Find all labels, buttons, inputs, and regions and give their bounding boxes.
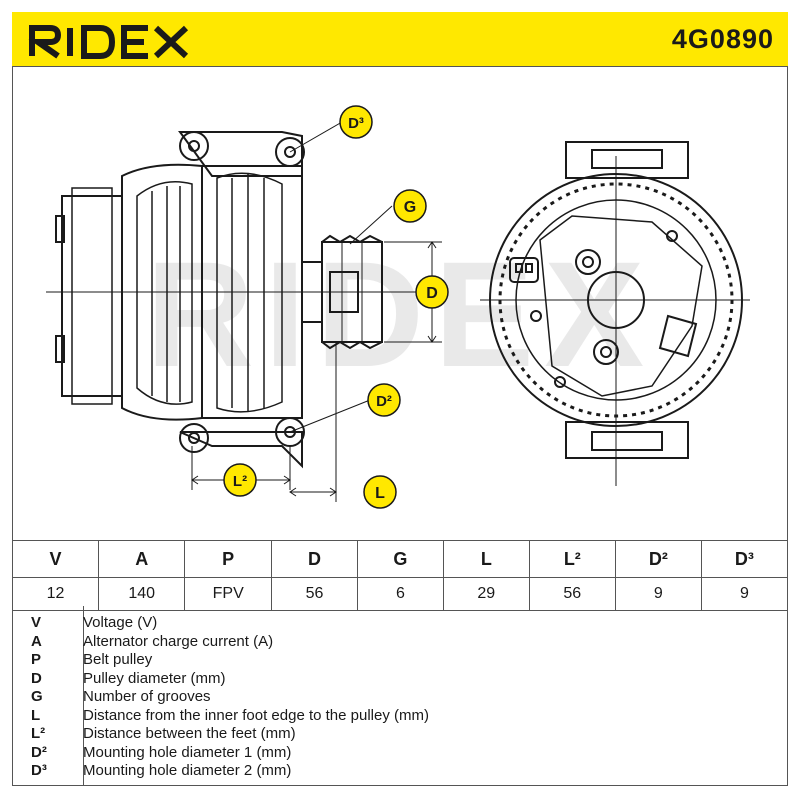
legend-text: Pulley diameter (mm) — [83, 669, 226, 687]
spec-value-p: FPV — [184, 577, 272, 611]
legend-row-d3: D³ Mounting hole diameter 2 (mm) — [13, 762, 789, 780]
spec-value-d: 56 — [270, 577, 358, 611]
spec-header-row: V A P D G L L² D² D³ — [12, 540, 789, 578]
spec-header-v: V — [12, 540, 99, 578]
svg-text:L²: L² — [233, 473, 247, 490]
callout-l2: L² — [223, 463, 257, 497]
legend-code: G — [31, 688, 43, 705]
spec-header-g: G — [356, 540, 444, 578]
legend-row-a: A Alternator charge current (A) — [13, 633, 789, 651]
front-view — [480, 141, 750, 486]
svg-text:L: L — [375, 485, 385, 502]
spec-value-g: 6 — [356, 577, 444, 611]
spec-header-p: P — [184, 540, 272, 578]
spec-header-l2: L² — [528, 540, 616, 578]
legend-code: D — [31, 669, 42, 687]
spec-value-a: 140 — [97, 577, 186, 611]
legend-text: Voltage (V) — [83, 614, 158, 631]
spec-value-l: 29 — [442, 577, 530, 611]
legend-code: A — [31, 632, 42, 650]
spec-value-d2: 9 — [614, 577, 702, 611]
legend-text: Alternator charge current (A) — [83, 632, 274, 650]
legend-code: V — [31, 614, 42, 631]
legend-code: D² — [31, 743, 47, 761]
legend-text: Distance between the feet (mm) — [83, 725, 296, 742]
legend-row-p: P Belt pulley — [13, 651, 789, 669]
legend-text: Number of grooves — [83, 688, 211, 705]
spec-header-l: L — [442, 540, 530, 578]
header-bar: 4G0890 — [12, 12, 788, 67]
legend-code: P — [31, 651, 42, 668]
svg-text:D³: D³ — [348, 115, 364, 132]
legend-text: Distance from the inner foot edge to the… — [83, 706, 429, 724]
legend-row-l: L Distance from the inner foot edge to t… — [13, 707, 789, 725]
legend: V Voltage (V) A Alternator charge curren… — [12, 606, 788, 786]
spec-header-d3: D³ — [700, 540, 789, 578]
legend-code: D³ — [31, 762, 47, 779]
technical-drawing: RIDEX — [46, 105, 750, 509]
spec-table: V A P D G L L² D² D³ 12 140 FPV 56 6 29 … — [12, 540, 789, 611]
legend-code: L — [31, 706, 41, 724]
ridex-logo — [28, 25, 189, 59]
callout-d: D — [415, 275, 449, 309]
watermark: RIDEX — [146, 230, 654, 398]
callout-d2: D² — [367, 383, 401, 417]
legend-row-d: D Pulley diameter (mm) — [13, 670, 789, 688]
side-view — [46, 121, 442, 502]
legend-text: Belt pulley — [83, 651, 153, 668]
spec-value-row: 12 140 FPV 56 6 29 56 9 9 — [12, 577, 789, 611]
part-number: 4G0890 — [671, 24, 774, 54]
legend-text: Mounting hole diameter 1 (mm) — [83, 743, 292, 761]
callout-g: G — [393, 189, 427, 223]
legend-row-g: G Number of grooves — [13, 688, 789, 706]
svg-text:D: D — [426, 285, 438, 302]
svg-text:G: G — [404, 199, 416, 216]
spec-header-a: A — [97, 540, 186, 578]
legend-text: Mounting hole diameter 2 (mm) — [83, 762, 292, 779]
legend-row-l2: L² Distance between the feet (mm) — [13, 725, 789, 743]
callout-l: L — [363, 475, 397, 509]
legend-row-d2: D² Mounting hole diameter 1 (mm) — [13, 744, 789, 762]
legend-code: L² — [31, 725, 46, 742]
legend-row-v: V Voltage (V) — [13, 614, 789, 632]
spec-header-d: D — [270, 540, 358, 578]
legend-divider — [83, 606, 84, 785]
spec-value-d3: 9 — [700, 577, 789, 611]
svg-text:D²: D² — [376, 393, 392, 410]
spec-header-d2: D² — [614, 540, 702, 578]
callout-d3: D³ — [339, 105, 373, 139]
